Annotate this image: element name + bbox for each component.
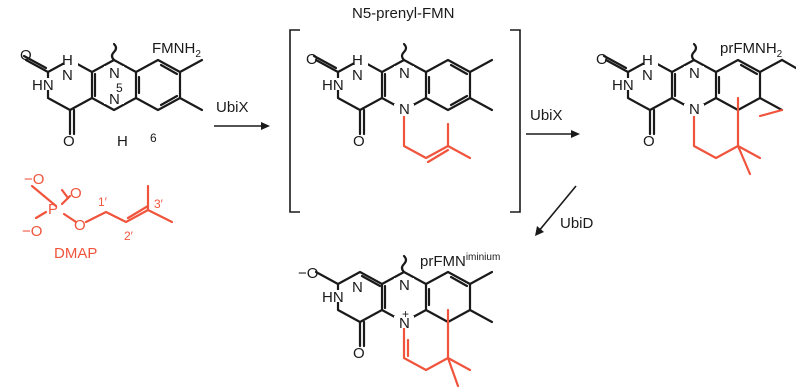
atom-n1: N	[352, 279, 363, 296]
iminium-plus-charge: +	[402, 307, 409, 321]
atom-o4: O	[643, 133, 655, 150]
position-6-label: 6	[150, 131, 157, 145]
prfmn-iminium-prenyl-ring	[402, 308, 472, 388]
dmap-bridging-o: O	[74, 217, 86, 234]
atom-o4: O	[353, 133, 365, 150]
enzyme-ubix-1: UbiX	[216, 99, 249, 116]
bracket-right	[510, 29, 521, 213]
atom-o4: O	[353, 345, 365, 362]
atom-o2: O	[20, 47, 32, 64]
atom-o2: O	[596, 51, 608, 68]
atom-n1-h: H	[352, 52, 363, 69]
prfmnh2-prenyl-ring	[692, 96, 784, 176]
dmap-o-minus-bottom: −O	[22, 223, 42, 240]
atom-o2-minus: −O	[298, 265, 318, 282]
atom-n10: N	[399, 65, 410, 82]
atom-n1-h: H	[62, 52, 73, 69]
atom-o4: O	[63, 133, 75, 150]
enzyme-ubix-2: UbiX	[530, 107, 563, 124]
dmap-name: DMAP	[54, 245, 97, 262]
atom-o2: O	[306, 51, 318, 68]
dmap-phosphorus: P	[48, 201, 58, 218]
dmap-structure	[30, 184, 174, 224]
atom-n10: N	[689, 65, 700, 82]
prfmn-iminium-name: prFMNiminium	[420, 252, 500, 270]
fmnh2-structure	[22, 42, 204, 136]
n5-prenyl-fmn-name: N5-prenyl-FMN	[352, 5, 455, 22]
position-5-label: 5	[116, 81, 123, 95]
enzyme-ubid: UbiD	[560, 215, 594, 232]
ribityl-squiggle	[110, 42, 118, 62]
atom-n1: N	[642, 67, 653, 84]
n5-prenyl-chain	[402, 108, 472, 164]
atom-hn3: HN	[322, 77, 344, 94]
dmap-position-2: 2′	[124, 229, 134, 243]
atom-n5: N	[399, 315, 410, 332]
atom-n5: N	[109, 91, 120, 108]
atom-n5: N	[689, 101, 700, 118]
arrow-step3	[537, 185, 577, 233]
dmap-position-1: 1′	[98, 195, 108, 209]
atom-n5: N	[399, 101, 410, 118]
fmnh2-name: FMNH2	[152, 40, 201, 60]
atom-hn3: HN	[322, 289, 344, 306]
dmap-oxo: O	[70, 185, 82, 202]
atom-n1: N	[352, 67, 363, 84]
atom-n10: N	[399, 277, 410, 294]
atom-n1-h: H	[642, 52, 653, 69]
prfmnh2-name: prFMNH2	[720, 40, 783, 60]
atom-hn3: HN	[612, 77, 634, 94]
dmap-o-minus-top: −O	[24, 171, 44, 188]
bracket-left	[289, 29, 300, 213]
atom-n10: N	[109, 65, 120, 82]
dmap-position-3: 3′	[154, 197, 164, 211]
prfmn-iminium-structure	[314, 254, 494, 348]
atom-n1: N	[62, 67, 73, 84]
atom-n5-h: H	[117, 133, 128, 150]
atom-hn3: HN	[32, 77, 54, 94]
